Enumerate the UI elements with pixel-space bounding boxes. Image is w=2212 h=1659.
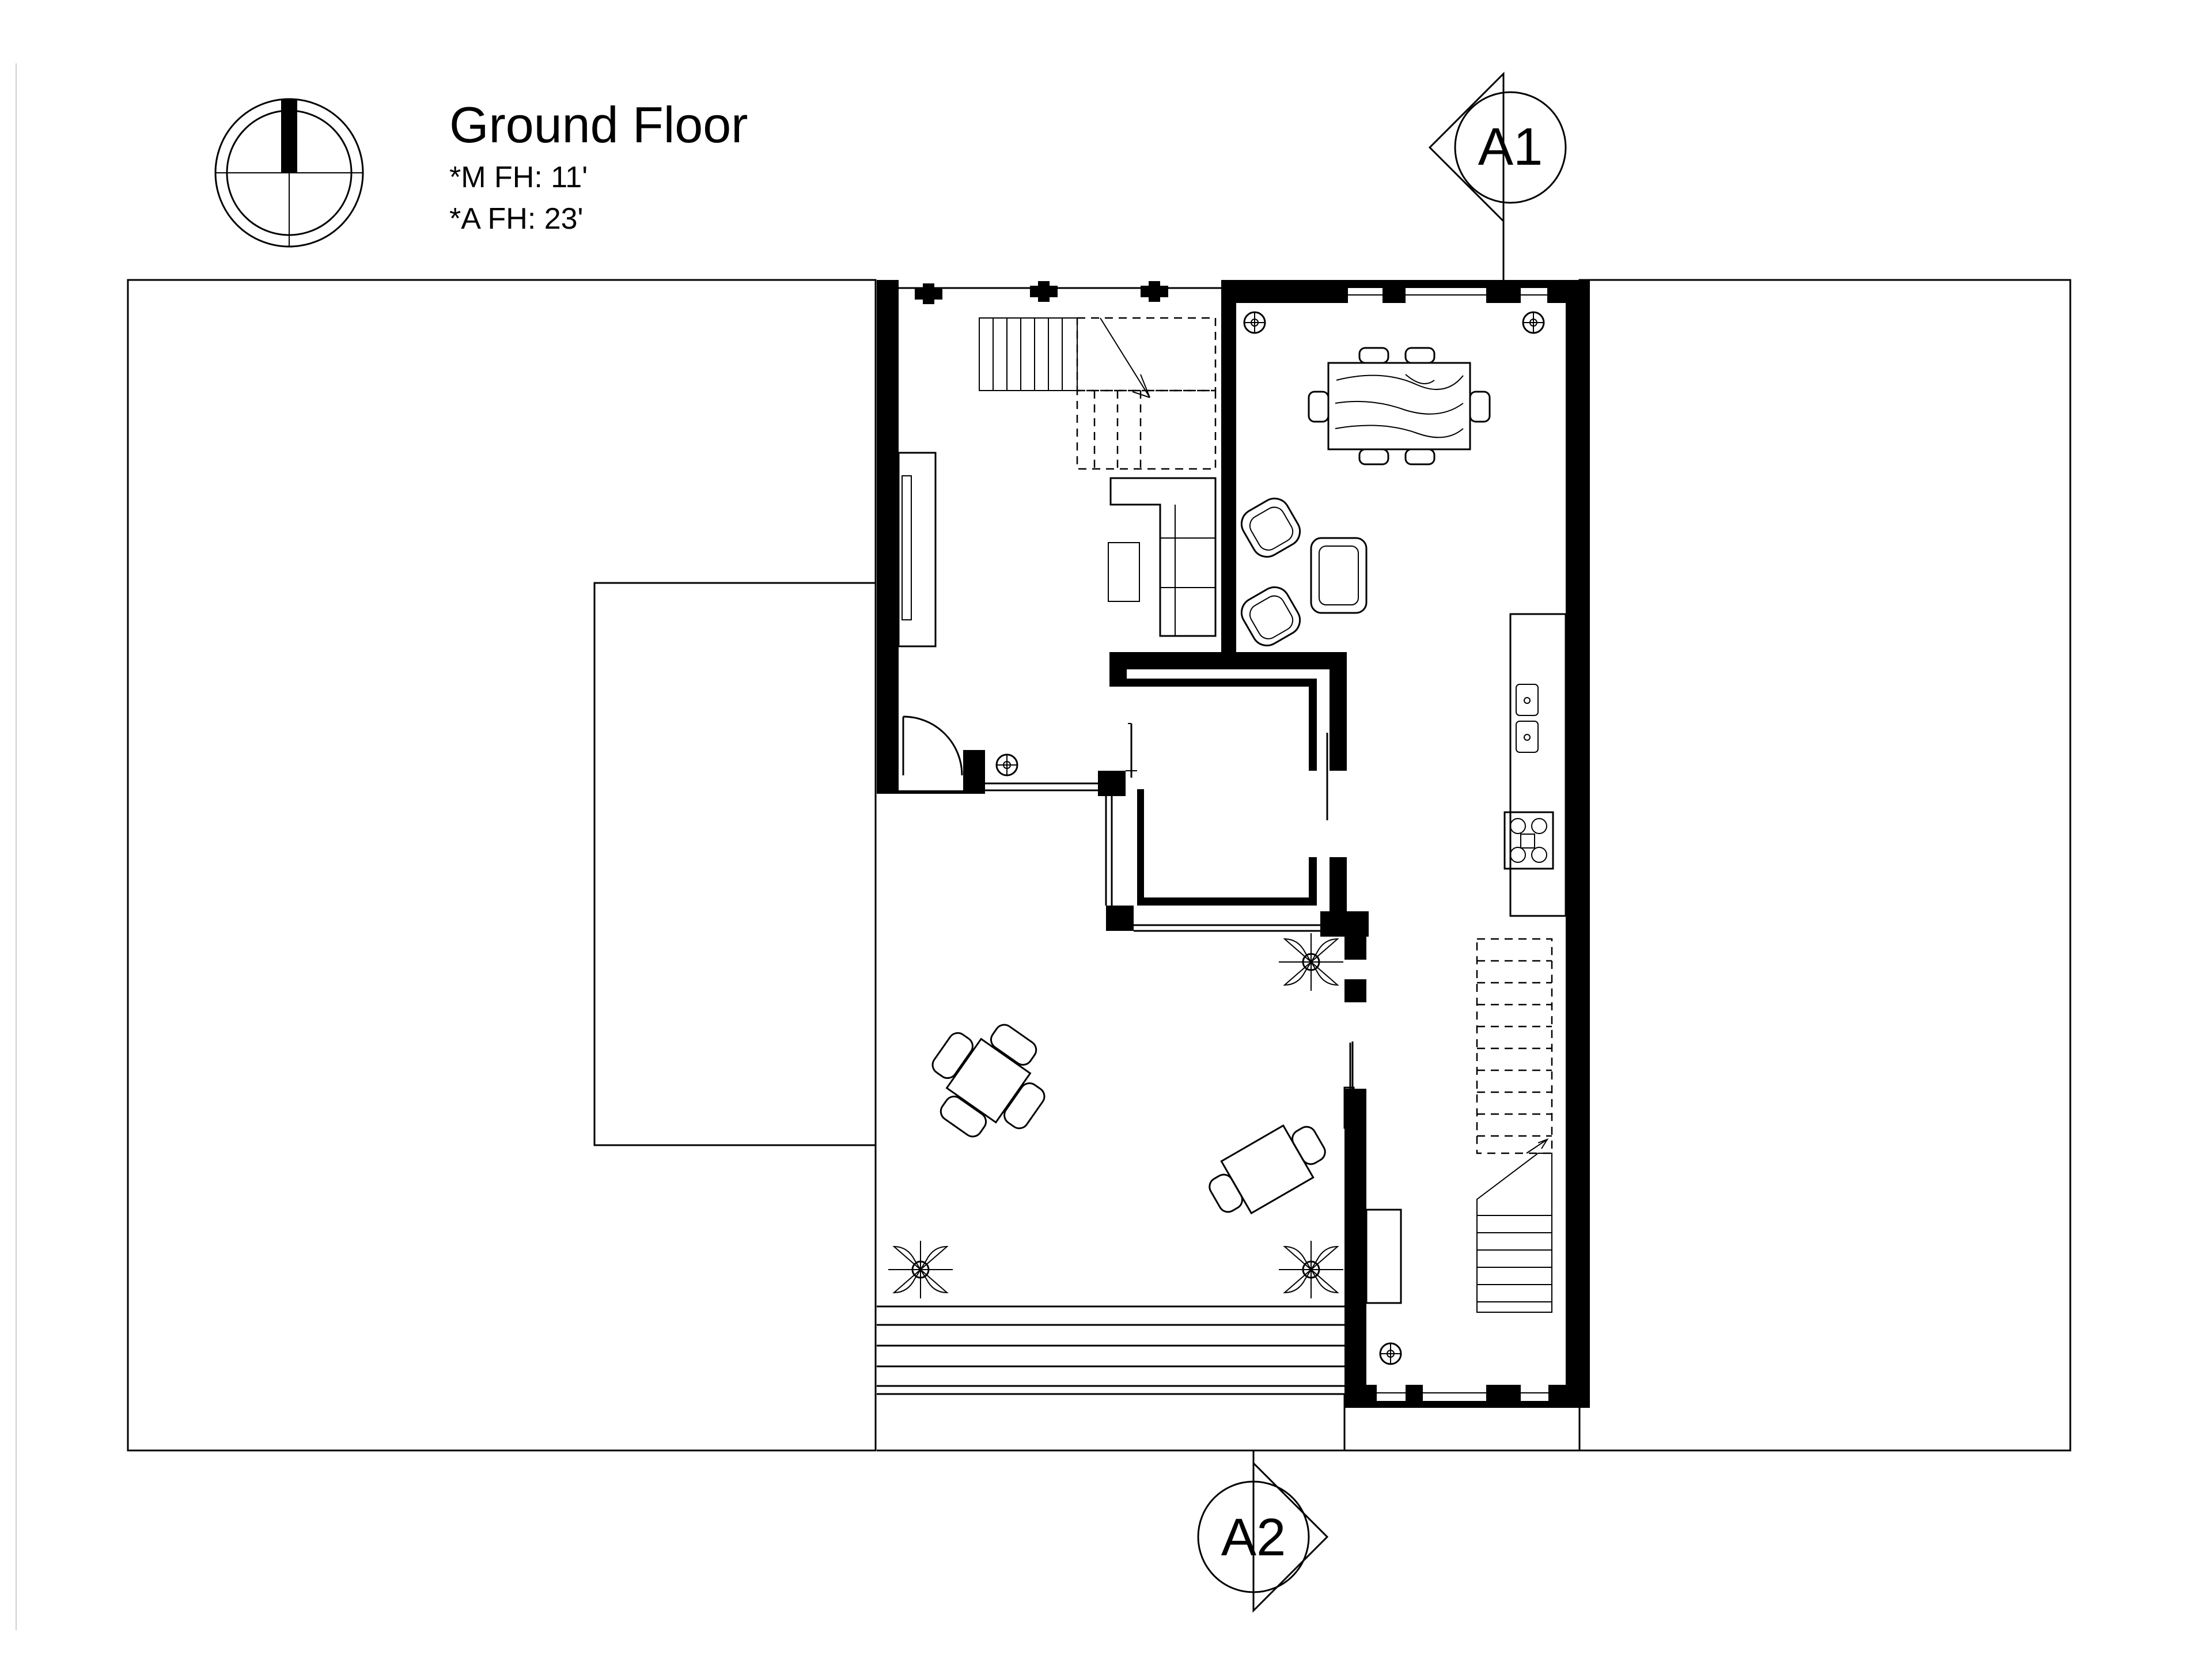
column-icon — [995, 311, 1545, 1365]
lounge-chairs — [1240, 497, 1368, 647]
tv-unit — [897, 452, 937, 647]
section-marker-icon — [1197, 1450, 1329, 1613]
dining-table — [1308, 347, 1491, 465]
note-floor-height-a: *A FH: 23' — [449, 202, 584, 236]
patio-table-left — [931, 1024, 1046, 1138]
section-marker-a2-label: A2 — [1221, 1508, 1286, 1567]
walls — [874, 280, 1590, 1408]
stair-icon — [979, 317, 1217, 470]
note-floor-height-m: *M FH: 11' — [449, 161, 588, 194]
patio-table-right — [1209, 1124, 1326, 1215]
plant-icon — [888, 933, 1343, 1298]
window-mullions — [915, 281, 1168, 304]
stairs-right — [1476, 938, 1553, 1313]
section-marker-icon — [1428, 71, 1567, 280]
north-arrow-icon — [214, 98, 364, 248]
door-swing-icon — [902, 715, 1354, 1089]
drawing-title: Ground Floor — [449, 96, 748, 153]
section-marker-a1-label: A1 — [1478, 118, 1543, 176]
kitchen-counter — [1503, 613, 1567, 917]
sofa — [1108, 477, 1217, 637]
title-block: Ground Floor *M FH: 11' *A FH: 23' — [449, 93, 748, 240]
